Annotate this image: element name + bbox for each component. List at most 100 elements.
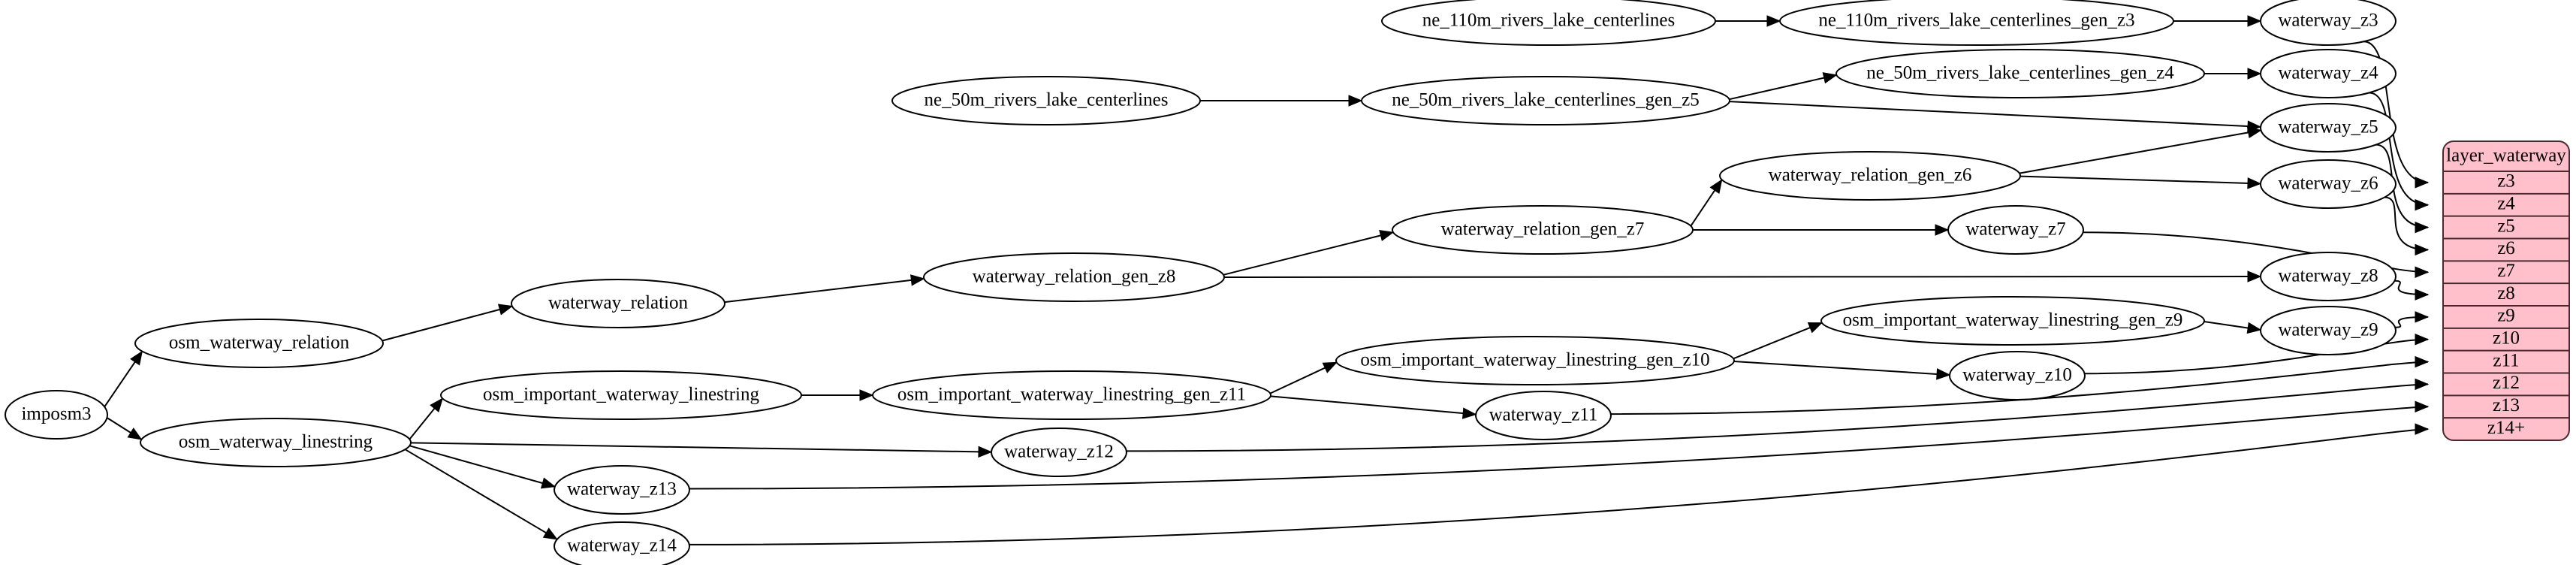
node-osm_waterway_relation[interactable]: osm_waterway_relation xyxy=(134,319,384,368)
node-waterway_relation_gen_z7[interactable]: waterway_relation_gen_z7 xyxy=(1392,205,1694,255)
node-waterway_z12[interactable]: waterway_z12 xyxy=(991,428,1127,477)
node-waterway_z8[interactable]: waterway_z8 xyxy=(2260,252,2397,301)
table-row-z8[interactable]: z8 xyxy=(2497,283,2515,304)
node-ellipse xyxy=(5,390,108,440)
edge-waterway_z12-to-layer_waterway.z12 xyxy=(1126,383,2429,452)
node-ellipse xyxy=(872,370,1271,420)
node-waterway_z3[interactable]: waterway_z3 xyxy=(2260,0,2397,46)
edge-waterway_relation_gen_z6-to-waterway_z5 xyxy=(2019,131,2250,174)
arrowhead xyxy=(2415,334,2430,346)
arrowhead xyxy=(2247,68,2262,80)
table-row-z9[interactable]: z9 xyxy=(2497,306,2515,326)
arrowhead xyxy=(2415,423,2430,435)
node-label: ne_110m_rivers_lake_centerlines xyxy=(1422,11,1675,31)
node-ellipse xyxy=(1949,351,2086,400)
node-label: osm_important_waterway_linestring_gen_z1… xyxy=(1360,350,1709,370)
arrowhead xyxy=(1379,229,1395,241)
edge-imposm3-to-osm_waterway_relation xyxy=(104,360,137,407)
table-row-z5[interactable]: z5 xyxy=(2497,216,2515,236)
node-osm_important_waterway_linestring_gen_z11[interactable]: osm_important_waterway_linestring_gen_z1… xyxy=(872,370,1271,420)
node-imposm3[interactable]: imposm3 xyxy=(5,390,108,440)
edge-waterway_z11-to-layer_waterway.z11 xyxy=(1610,361,2429,415)
node-label: waterway_z13 xyxy=(567,479,677,500)
node-label: waterway_z6 xyxy=(2278,174,2378,194)
node-label: waterway_relation_gen_z8 xyxy=(973,267,1176,287)
edge-waterway_z14-to-layer_waterway.z14+ xyxy=(689,428,2429,545)
node-label: ne_50m_rivers_lake_centerlines xyxy=(925,90,1169,110)
node-waterway_z11[interactable]: waterway_z11 xyxy=(1475,391,1612,440)
node-label: waterway_z8 xyxy=(2278,266,2378,286)
node-ne_50m_rivers_lake_centerlines_gen_z5[interactable]: ne_50m_rivers_lake_centerlines_gen_z5 xyxy=(1361,76,1730,125)
node-waterway_z9[interactable]: waterway_z9 xyxy=(2260,306,2397,355)
node-ellipse xyxy=(1381,0,1716,46)
edge-osm_waterway_linestring-to-osm_important_waterway_linestring xyxy=(409,406,436,440)
node-ellipse xyxy=(2260,252,2397,301)
node-ne_50m_rivers_lake_centerlines_gen_z4[interactable]: ne_50m_rivers_lake_centerlines_gen_z4 xyxy=(1835,49,2205,98)
table-row-z13[interactable]: z13 xyxy=(2493,395,2520,415)
node-ne_110m_rivers_lake_centerlines_gen_z3[interactable]: ne_110m_rivers_lake_centerlines_gen_z3 xyxy=(1779,0,2174,46)
node-ellipse xyxy=(1719,151,2021,201)
table-row-z6[interactable]: z6 xyxy=(2497,238,2515,258)
arrowhead xyxy=(2415,400,2430,412)
edge-osm_important_waterway_linestring_gen_z10-to-osm_important_waterway_linestring_gen_z9 xyxy=(1733,326,1812,360)
node-osm_waterway_linestring[interactable]: osm_waterway_linestring xyxy=(140,418,412,467)
arrowhead xyxy=(1936,368,1951,380)
table-row-z11[interactable]: z11 xyxy=(2493,350,2519,370)
table-row-z12[interactable]: z12 xyxy=(2493,373,2520,393)
node-label: waterway_z9 xyxy=(2278,320,2378,340)
table-row-z7[interactable]: z7 xyxy=(2497,261,2515,281)
edge-waterway_z9-to-layer_waterway.z9 xyxy=(2395,316,2429,328)
node-waterway_z4[interactable]: waterway_z4 xyxy=(2260,49,2397,98)
arrowhead xyxy=(130,350,143,366)
arrowhead xyxy=(2247,177,2262,189)
table-row-z3[interactable]: z3 xyxy=(2497,171,2515,192)
arrowhead xyxy=(2415,289,2430,301)
node-ne_50m_rivers_lake_centerlines[interactable]: ne_50m_rivers_lake_centerlines xyxy=(891,76,1201,125)
arrowhead xyxy=(540,477,557,489)
edge-osm_important_waterway_linestring_gen_z9-to-waterway_z9 xyxy=(2203,321,2250,329)
node-waterway_relation_gen_z8[interactable]: waterway_relation_gen_z8 xyxy=(923,252,1225,302)
node-label: waterway_z7 xyxy=(1965,219,2065,240)
node-osm_important_waterway_linestring[interactable]: osm_important_waterway_linestring xyxy=(440,370,802,420)
arrowhead xyxy=(2247,15,2262,27)
node-osm_important_waterway_linestring_gen_z9[interactable]: osm_important_waterway_linestring_gen_z9 xyxy=(1820,296,2205,346)
arrowhead xyxy=(1461,407,1477,419)
node-waterway_z13[interactable]: waterway_z13 xyxy=(554,465,690,515)
node-label: ne_110m_rivers_lake_centerlines_gen_z3 xyxy=(1818,11,2134,31)
arrowhead xyxy=(1935,224,1950,236)
edge-waterway_relation_gen_z8-to-waterway_z8 xyxy=(1223,276,2250,278)
node-label: waterway_relation_gen_z7 xyxy=(1441,219,1645,240)
arrowhead xyxy=(127,428,143,440)
node-ellipse xyxy=(1835,49,2205,98)
node-label: osm_waterway_relation xyxy=(169,333,350,353)
edge-osm_waterway_linestring-to-waterway_z12 xyxy=(410,442,981,453)
edges-layer xyxy=(104,15,2430,545)
node-waterway_z7[interactable]: waterway_z7 xyxy=(1947,205,2084,255)
node-label: osm_important_waterway_linestring xyxy=(483,385,759,405)
node-ne_110m_rivers_lake_centerlines[interactable]: ne_110m_rivers_lake_centerlines xyxy=(1381,0,1716,46)
node-waterway_z14[interactable]: waterway_z14 xyxy=(554,521,690,565)
node-waterway_z5[interactable]: waterway_z5 xyxy=(2260,103,2397,153)
node-label: waterway_z5 xyxy=(2278,117,2378,137)
arrowhead xyxy=(2415,266,2430,278)
edge-waterway_relation_gen_z6-to-waterway_z6 xyxy=(2019,175,2250,184)
node-waterway_relation_gen_z6[interactable]: waterway_relation_gen_z6 xyxy=(1719,151,2021,201)
node-waterway_z6[interactable]: waterway_z6 xyxy=(2260,159,2397,209)
node-ellipse xyxy=(891,76,1201,125)
table-row-z4[interactable]: z4 xyxy=(2497,193,2515,213)
node-label: waterway_relation_gen_z6 xyxy=(1769,165,1972,186)
arrowhead xyxy=(2247,120,2262,132)
node-waterway_relation[interactable]: waterway_relation xyxy=(511,279,725,328)
arrowhead xyxy=(1322,361,1338,373)
node-label: waterway_z10 xyxy=(1962,365,2072,385)
node-osm_important_waterway_linestring_gen_z10[interactable]: osm_important_waterway_linestring_gen_z1… xyxy=(1335,336,1735,385)
node-waterway_z10[interactable]: waterway_z10 xyxy=(1949,351,2086,400)
table-row-z10[interactable]: z10 xyxy=(2493,328,2520,348)
edge-waterway_z4-to-layer_waterway.z4 xyxy=(2369,92,2429,206)
table-row-z14+[interactable]: z14+ xyxy=(2487,418,2525,438)
node-ellipse xyxy=(440,370,802,420)
table-title: layer_waterway xyxy=(2446,146,2566,166)
node-ellipse xyxy=(140,418,412,467)
